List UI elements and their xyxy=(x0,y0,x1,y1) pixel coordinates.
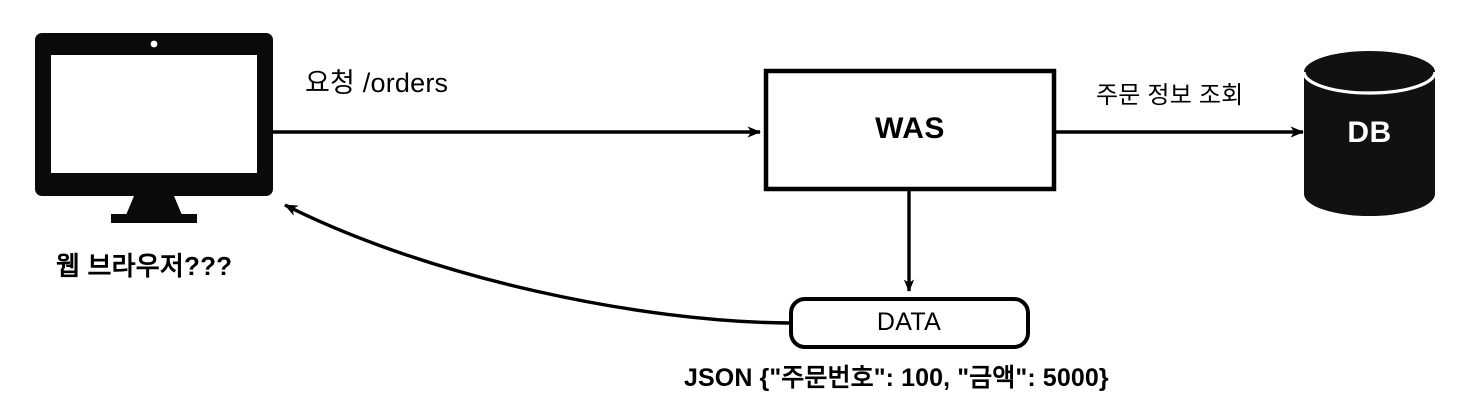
node-label-db: DB xyxy=(1347,116,1392,149)
node-data-box xyxy=(789,297,1030,349)
node-db-cylinder xyxy=(1302,51,1437,216)
edge-response-curve-arrow xyxy=(284,203,790,325)
node-label-browser: 웹 브라우저??? xyxy=(56,251,233,281)
edge-label-db-query: 주문 정보 조회 xyxy=(1096,82,1244,109)
annotation-json-payload: JSON {"주문번호": 100, "금액": 5000} xyxy=(684,364,1109,392)
node-label-data: DATA xyxy=(876,308,942,336)
desktop-monitor-icon xyxy=(35,33,273,223)
node-label-was: WAS xyxy=(875,112,945,145)
webcam-dot-icon xyxy=(150,40,158,48)
node-was-box xyxy=(763,68,1057,192)
edge-label-request: 요청 /orders xyxy=(305,68,449,98)
